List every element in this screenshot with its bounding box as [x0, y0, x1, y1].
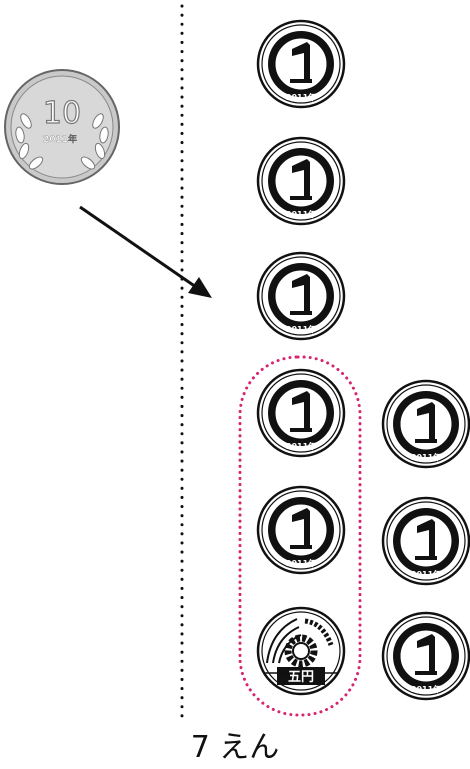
one-yen-coin: 2011年: [256, 368, 346, 458]
one-yen-coin: 2011年: [256, 136, 346, 226]
five-yen-label: 五円: [288, 670, 314, 685]
one-yen-coin: 2011年: [256, 251, 346, 341]
ten-yen-year: 2011: [43, 135, 68, 145]
one-yen-coin: 2011年: [256, 19, 346, 109]
one-yen-coin: 2011年: [381, 611, 470, 701]
svg-text:2011年: 2011年: [286, 92, 316, 102]
svg-text:2011年: 2011年: [286, 558, 316, 568]
one-yen-coin: 2011年: [256, 485, 346, 575]
one-yen-coin: 2011年: [381, 379, 470, 469]
svg-text:2011年: 2011年: [286, 324, 316, 334]
one-yen-coin: 2011年: [381, 496, 470, 586]
five-yen-coin: 五円: [258, 608, 344, 694]
ten-yen-value: 10: [43, 96, 81, 131]
svg-text:2011年: 2011年: [411, 452, 441, 462]
total-caption: 7 えん: [190, 730, 280, 765]
arrow-right-down-icon: [79, 205, 212, 298]
total-caption-wrapper: 7 えん: [0, 722, 470, 766]
svg-text:2011年: 2011年: [411, 684, 441, 694]
svg-text:2011年: 2011年: [43, 133, 77, 145]
svg-text:2011年: 2011年: [286, 441, 316, 451]
ten-yen-coin: 10 2011年: [4, 69, 120, 185]
ten-yen-year-suffix: 年: [68, 133, 77, 145]
svg-text:2011年: 2011年: [286, 209, 316, 219]
svg-text:2011年: 2011年: [411, 569, 441, 579]
